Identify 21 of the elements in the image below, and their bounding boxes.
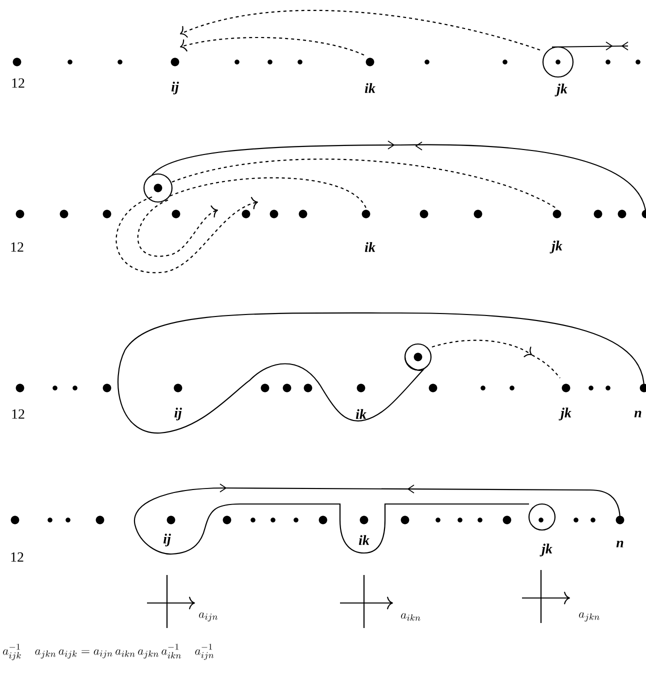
label: $a_{jkn}$: [579, 612, 600, 622]
label: 12: [11, 552, 24, 562]
label: n: [616, 540, 624, 548]
label: 12: [12, 409, 24, 419]
label: ik: [358, 535, 370, 545]
label: $a_{ijn}$: [199, 612, 218, 622]
label: jk: [540, 544, 552, 556]
label: ik: [364, 242, 376, 252]
label: ij: [171, 82, 179, 94]
label: $a_{ijk}^{-1} \quad a_{jkn}\, a_{ijk} = a_{ijn}\, a_{ikn}\, a_{jkn}\, a_{ikn}^{-1} \quad a_{ijn}^{-1}$: [3, 644, 214, 660]
label: 12: [12, 78, 24, 88]
label: ik: [364, 83, 376, 93]
label: n: [634, 410, 642, 418]
label: jk: [554, 84, 568, 96]
label: ij: [163, 534, 171, 546]
label: jk: [558, 408, 572, 420]
label: ij: [174, 408, 182, 420]
label: jk: [550, 240, 562, 254]
label: ik: [356, 409, 366, 419]
label: $a_{ikn}$: [401, 613, 420, 621]
label: 12: [11, 242, 24, 252]
